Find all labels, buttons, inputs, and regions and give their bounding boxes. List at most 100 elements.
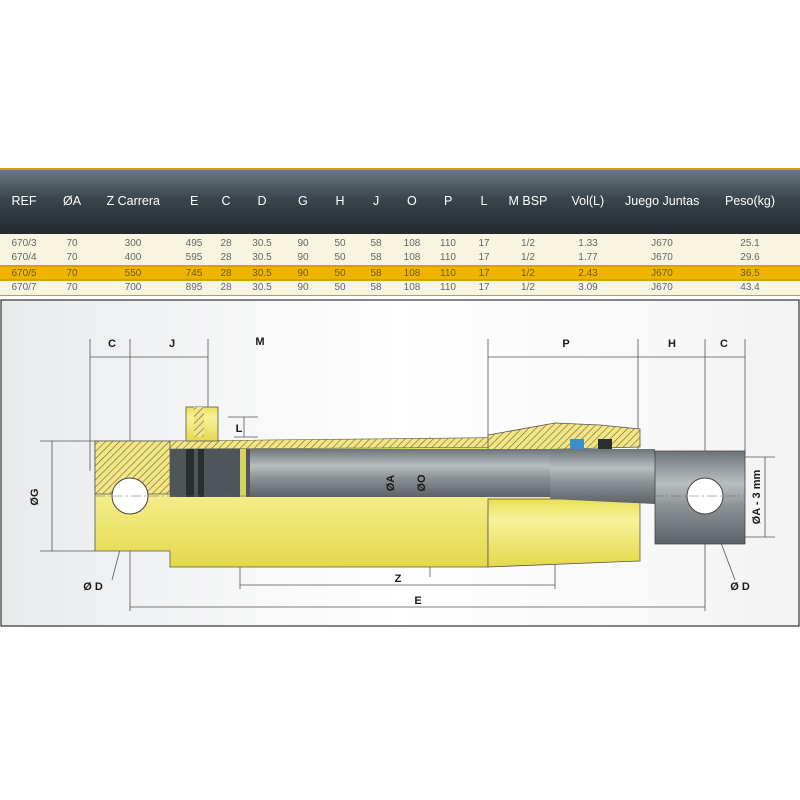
table-cell: 670/3: [11, 238, 37, 249]
dim-label-p: P: [562, 338, 569, 350]
header-cell: O: [407, 194, 417, 208]
table-cell: 58: [370, 238, 382, 249]
header-cell: REF: [11, 194, 37, 208]
dim-label-a: ØA: [385, 475, 397, 492]
table-cell: 495: [185, 238, 203, 249]
table-cell: 1.77: [578, 252, 598, 263]
table-cell: 1/2: [521, 238, 535, 249]
header-cell: Z Carrera: [106, 194, 160, 208]
header-cell: E: [190, 194, 199, 208]
header-cell: Vol(L): [571, 194, 605, 208]
header-cell: P: [444, 194, 453, 208]
header-cell: Peso(kg): [725, 194, 776, 208]
table-cell: 90: [297, 252, 309, 263]
table-cell: 550: [124, 268, 142, 279]
table-cell: J670: [651, 268, 673, 279]
dim-label-l: L: [236, 423, 243, 435]
dim-label-j: J: [169, 338, 175, 350]
table-cell: 28: [220, 282, 232, 293]
table-cell: 670/4: [11, 252, 37, 263]
table-cell: 58: [370, 268, 382, 279]
table-cell: 108: [403, 252, 421, 263]
table-cell: 90: [297, 268, 309, 279]
dim-label-g: ØG: [29, 488, 41, 505]
table-cell: 17: [478, 238, 490, 249]
table-cell: 90: [297, 238, 309, 249]
table-row: 670/4 70 400 595 28 30.5 90 50 58 108 110 17 1/2 1.77…: [0, 251, 800, 265]
table-cell: 1/2: [521, 252, 535, 263]
cylinder-drawing: C J M L P H C ØG ØA ØO Ø D Ø D Z E ØA - …: [0, 299, 800, 627]
table-cell: 1/2: [521, 282, 535, 293]
table-cell: 895: [185, 282, 203, 293]
table-cell: 90: [297, 282, 309, 293]
table-cell: 58: [370, 252, 382, 263]
header-cell: M BSP: [508, 194, 548, 208]
table-cell: J670: [651, 282, 673, 293]
table-cell: 700: [124, 282, 142, 293]
table-cell: 28: [220, 238, 232, 249]
table-cell: 110: [440, 238, 456, 249]
dim-label-c-left: C: [108, 338, 116, 350]
table-cell: 29.6: [740, 252, 760, 263]
dim-label-z: Z: [395, 573, 402, 585]
dim-label-d-left: Ø D: [83, 581, 103, 593]
table-cell: 3.09: [578, 282, 598, 293]
header-cell: C: [221, 194, 231, 208]
table-body: 670/3 70 300 495 28 30.5 90 50 58 108 110 17 1/2 1.33…: [0, 234, 800, 295]
table-cell: 110: [440, 268, 456, 279]
dim-label-o: ØO: [416, 474, 428, 492]
dim-label-a-minus: ØA - 3 mm: [751, 469, 763, 524]
header-cell: D: [257, 194, 267, 208]
table-cell: 43.4: [740, 282, 760, 293]
table-cell: 50: [334, 268, 346, 279]
table-cell: 25.1: [740, 238, 760, 249]
table-cell: 17: [478, 268, 490, 279]
dim-label-d-right: Ø D: [730, 581, 750, 593]
table-cell: 595: [185, 252, 203, 263]
table-cell: 300: [124, 238, 142, 249]
table-cell: 30.5: [252, 238, 272, 249]
table-cell: 745: [185, 268, 203, 279]
header-cell: G: [298, 194, 308, 208]
table-cell: 28: [220, 252, 232, 263]
header-cell: L: [480, 194, 488, 208]
table-cell: 400: [124, 252, 142, 263]
table-cell: 70: [66, 282, 78, 293]
table-cell: 110: [440, 252, 456, 263]
eye-hole-right: [686, 477, 724, 515]
eye-hole-left: [111, 477, 149, 515]
table-cell: 1.33: [578, 238, 598, 249]
table-cell: 30.5: [252, 282, 272, 293]
table-cell: 28: [220, 268, 232, 279]
table-cell: 110: [440, 282, 456, 293]
table-cell: 50: [334, 282, 346, 293]
table-cell: 17: [478, 282, 490, 293]
table-cell: 1/2: [521, 268, 535, 279]
table-cell: 50: [334, 238, 346, 249]
cylinder-body: [94, 406, 746, 568]
table-cell: 17: [478, 252, 490, 263]
table-cell: J670: [651, 238, 673, 249]
table-cell: 70: [66, 268, 78, 279]
table-cell: 670/5: [11, 268, 37, 279]
table-cell: 70: [66, 252, 78, 263]
header-cell: ØA: [63, 194, 82, 208]
header-cell: Juego Juntas: [625, 194, 700, 208]
table-cell: 670/7: [11, 282, 37, 293]
table-cell: 30.5: [252, 268, 272, 279]
dim-label-m: M: [255, 336, 264, 348]
table-cell: 50: [334, 252, 346, 263]
table-cell: 36.5: [740, 268, 760, 279]
header-cell: H: [335, 194, 345, 208]
table-cell: J670: [651, 252, 673, 263]
table-cell: 70: [66, 238, 78, 249]
table-cell: 30.5: [252, 252, 272, 263]
table-cell: 2.43: [578, 268, 598, 279]
table-cell: 108: [403, 282, 421, 293]
dimension-lines: [40, 339, 775, 611]
